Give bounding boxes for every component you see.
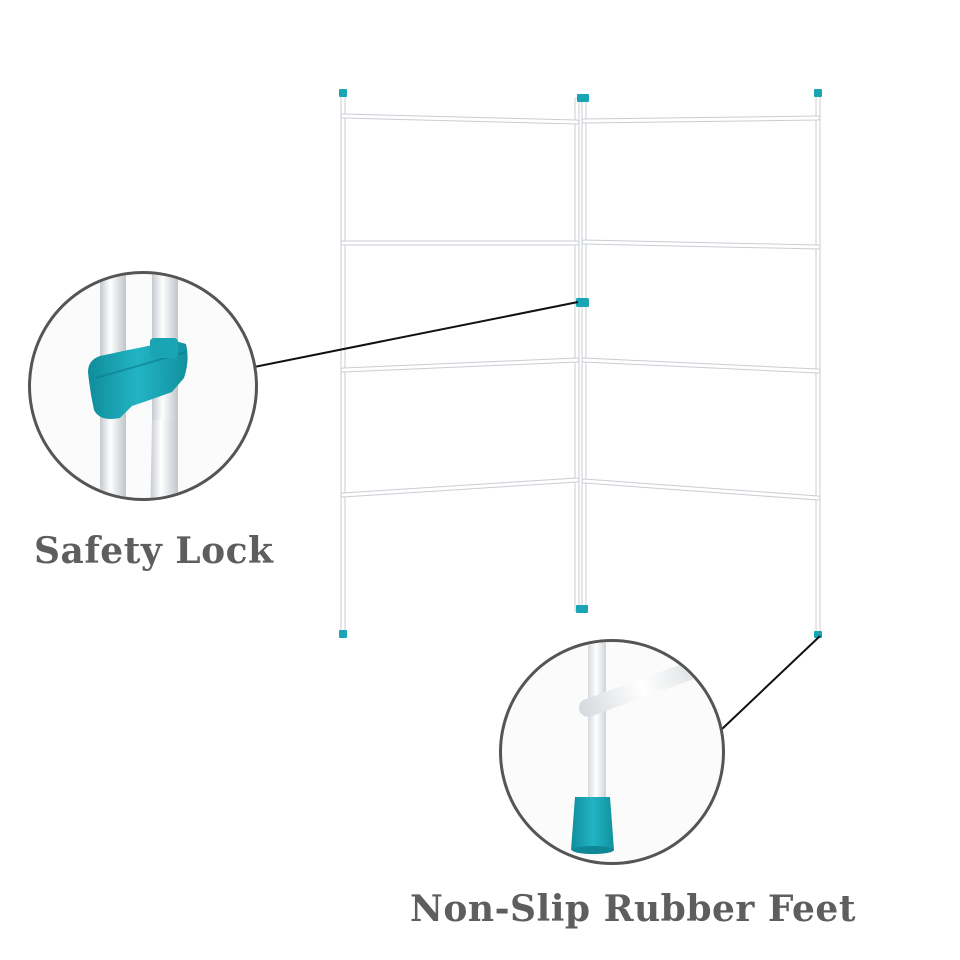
rubber-feet-caption: Non-Slip Rubber Feet [410, 888, 856, 930]
frame-safety-lock [576, 298, 589, 307]
right-panel [581, 91, 821, 637]
left-panel [340, 93, 580, 637]
teal-caps [339, 89, 822, 638]
teal-clip-icon [88, 338, 188, 419]
safety-lock-detail [28, 271, 258, 501]
rubber-feet-callout-line [721, 635, 821, 730]
drying-rack-frame [339, 89, 822, 638]
safety-lock-callout-line [253, 301, 579, 368]
rubber-feet-detail [499, 639, 725, 865]
safety-lock-caption: Safety Lock [34, 530, 274, 572]
teal-foot-cap-icon [571, 797, 614, 854]
